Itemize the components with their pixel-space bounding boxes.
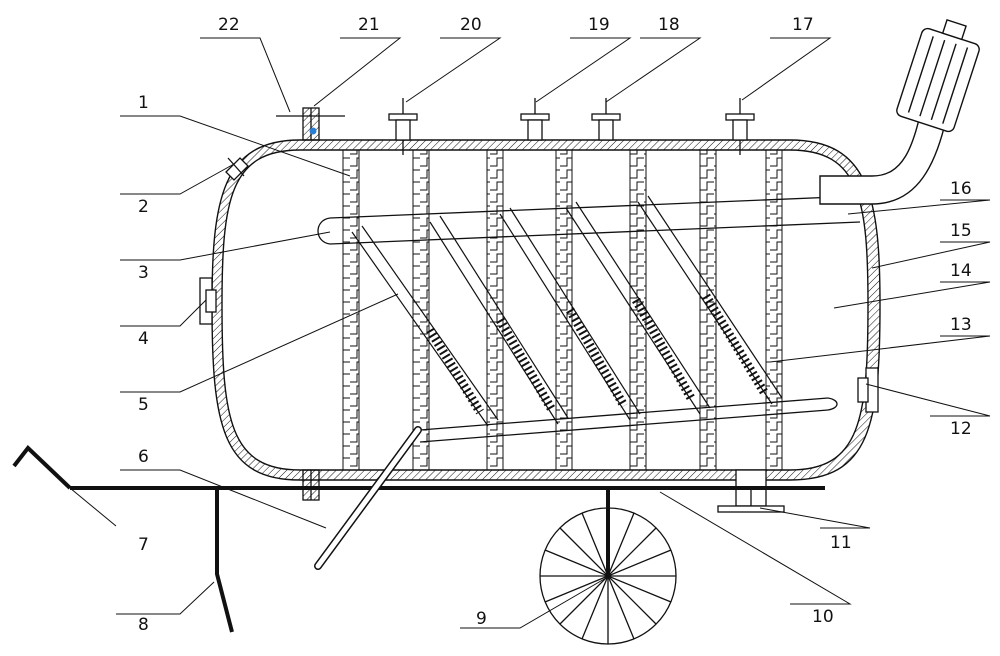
callout-3: 3 — [138, 263, 149, 283]
callout-13: 13 — [950, 315, 972, 335]
callout-1: 1 — [138, 93, 149, 113]
callout-11: 11 — [830, 533, 852, 553]
callout-10: 10 — [812, 607, 834, 627]
callout-14: 14 — [950, 261, 972, 281]
callout-5: 5 — [138, 395, 149, 415]
callout-19: 19 — [588, 15, 610, 35]
callout-18: 18 — [658, 15, 680, 35]
baffle-columns — [342, 150, 783, 470]
heating-tubes — [351, 195, 783, 427]
top-nozzles — [276, 98, 755, 155]
callout-4: 4 — [138, 329, 149, 349]
callout-8: 8 — [138, 615, 149, 635]
header-pipes — [317, 195, 861, 443]
callout-12: 12 — [950, 419, 972, 439]
side-ports — [199, 157, 879, 413]
exhaust-stack — [819, 18, 980, 205]
callout-6: 6 — [138, 447, 149, 467]
callout-21: 21 — [358, 15, 380, 35]
callout-labels: 1 2 3 4 5 6 7 8 9 10 11 12 13 14 15 16 1… — [138, 15, 972, 635]
wheel — [539, 507, 677, 645]
chassis — [12, 426, 825, 633]
leader-lines — [69, 37, 991, 629]
callout-20: 20 — [460, 15, 482, 35]
accent-dot — [309, 127, 317, 135]
callout-7: 7 — [138, 535, 149, 555]
callout-15: 15 — [950, 221, 972, 241]
callout-16: 16 — [950, 179, 972, 199]
callout-2: 2 — [138, 197, 149, 217]
callout-17: 17 — [792, 15, 814, 35]
callout-9: 9 — [476, 609, 487, 629]
callout-22: 22 — [218, 15, 240, 35]
